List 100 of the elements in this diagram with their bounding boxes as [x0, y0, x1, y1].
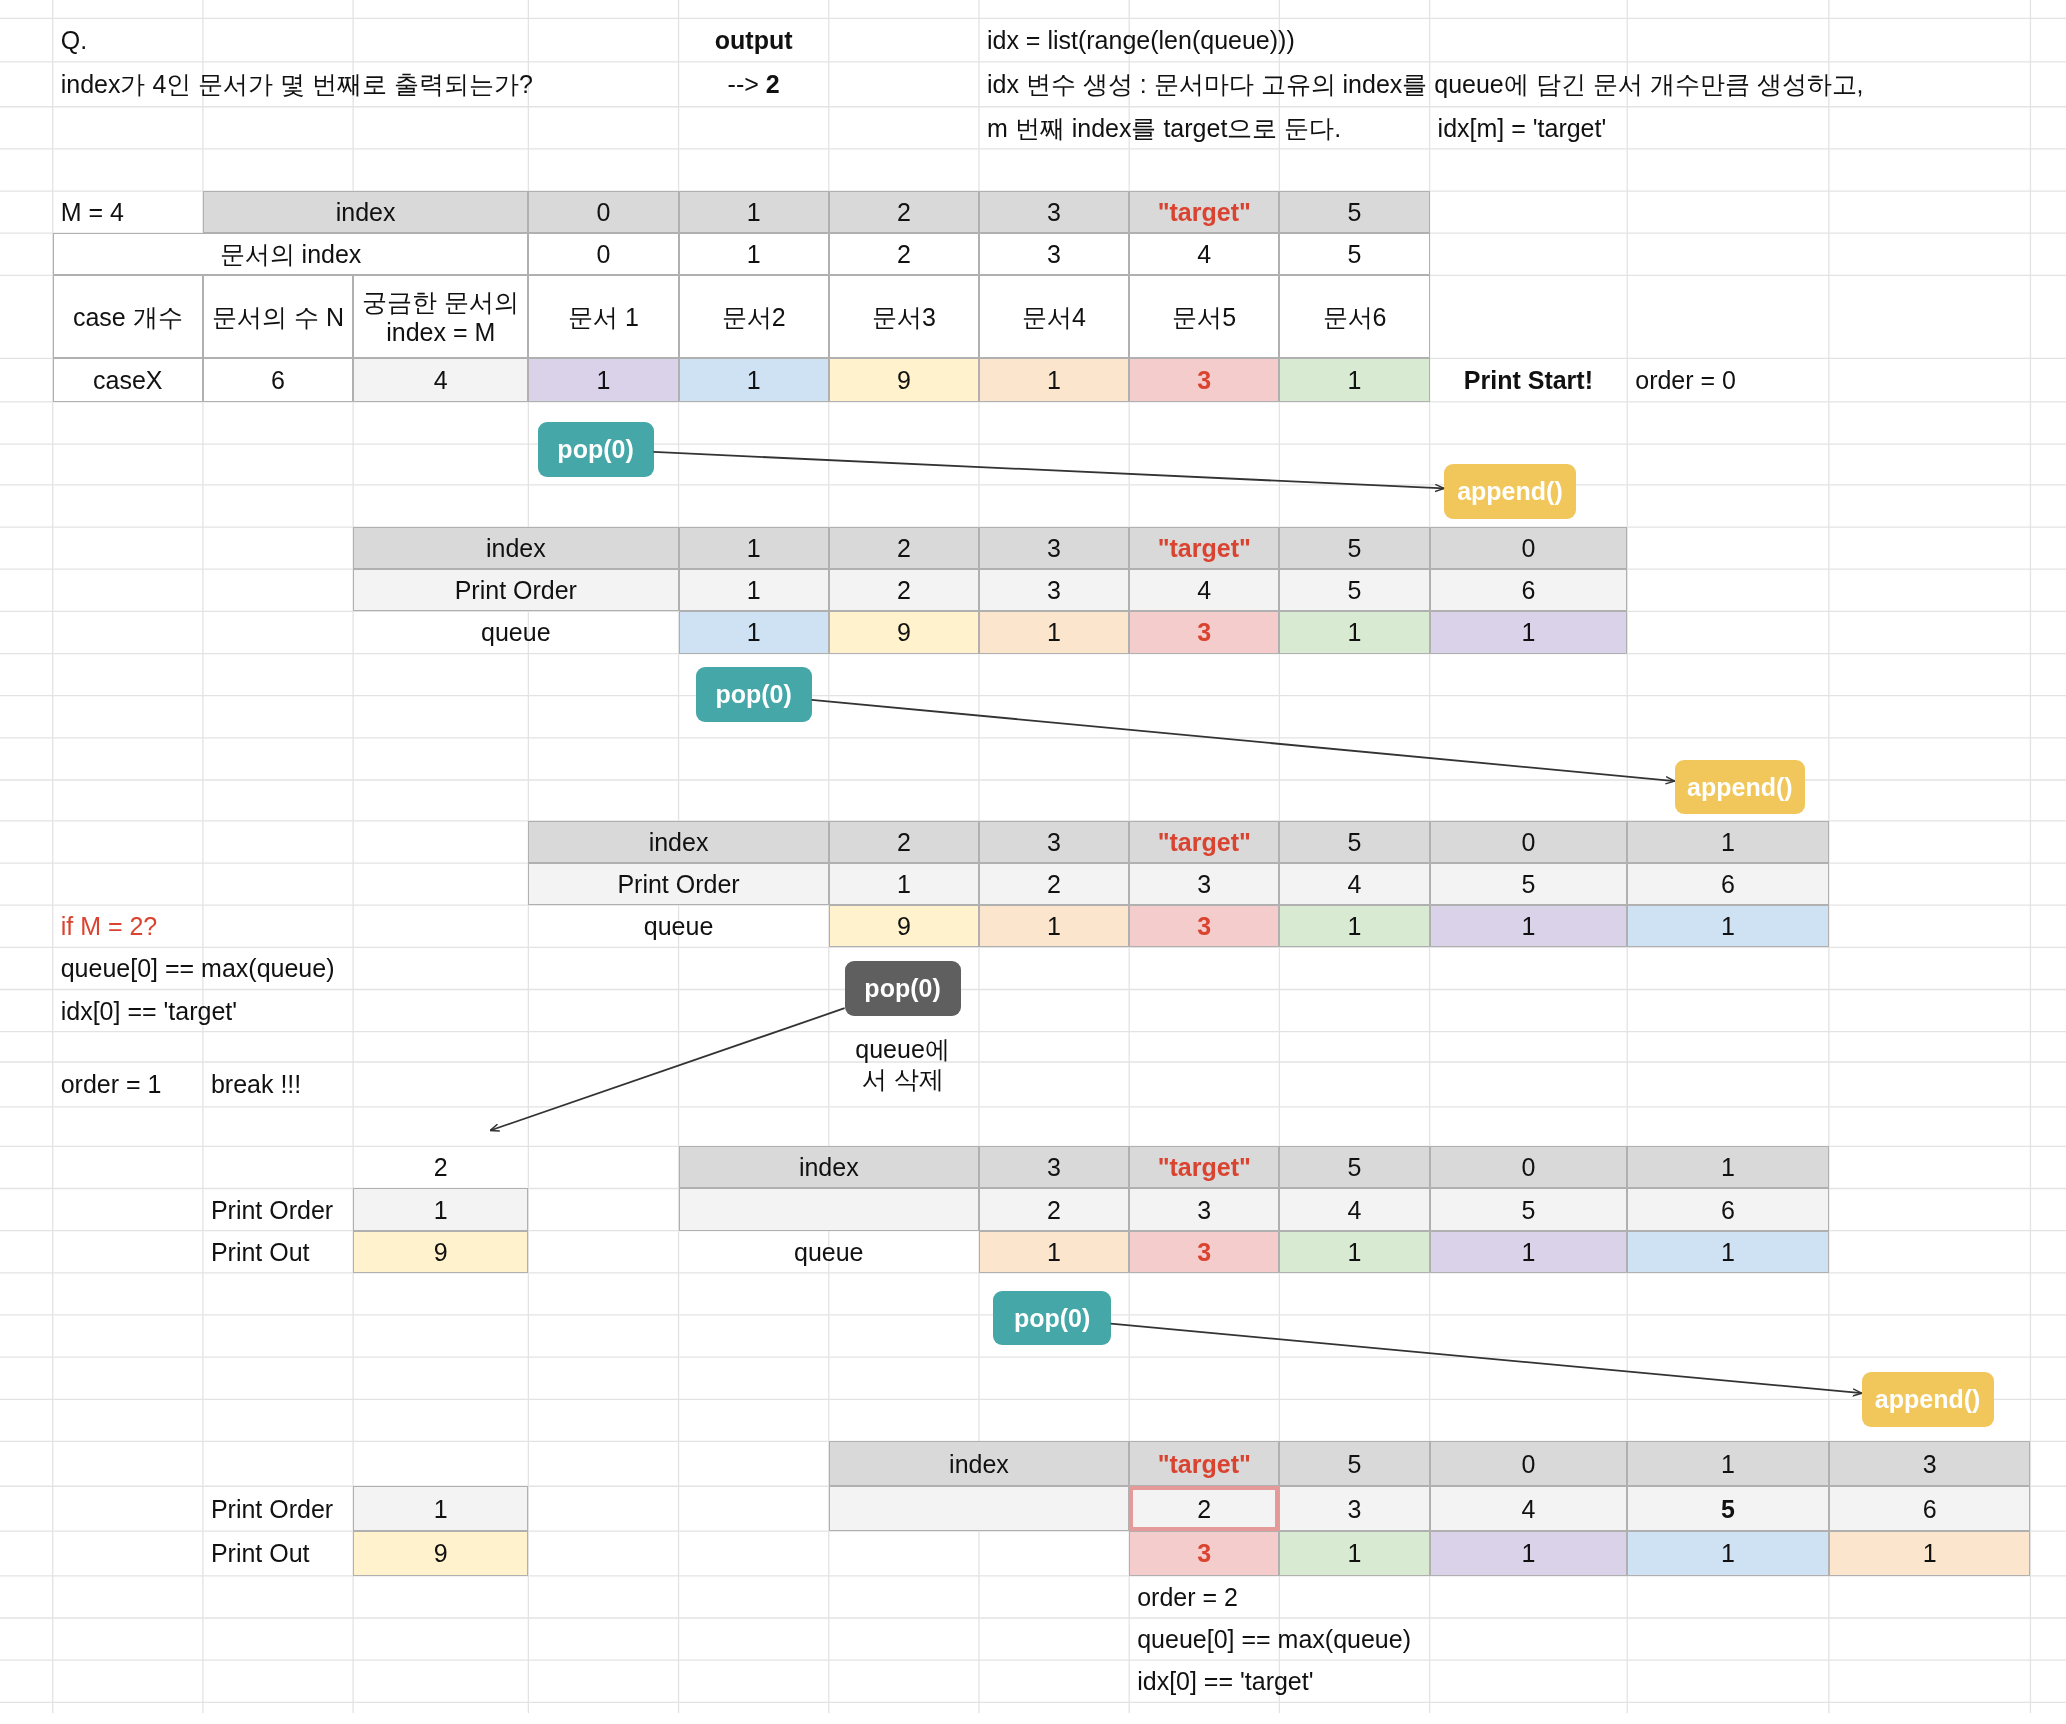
table-cell: 1 [978, 905, 1130, 948]
table-cell: Print Order [353, 569, 679, 612]
table-cell: 3 [1129, 905, 1280, 948]
table-cell: 3 [978, 1146, 1130, 1189]
table-cell: 1 [678, 569, 829, 612]
table-cell: 3 [1129, 1188, 1280, 1231]
question-label: Q. [59, 25, 89, 57]
table-cell: 1 [1279, 905, 1430, 948]
code-text: order = 1 [59, 1069, 163, 1101]
table-cell: 3 [1129, 1230, 1280, 1273]
table-cell: 0 [1429, 820, 1628, 863]
row-header: Print Out [209, 1236, 311, 1268]
table-cell: 4 [1429, 1486, 1628, 1532]
table-cell: 1 [1429, 905, 1628, 948]
table-cell: 6 [1627, 1188, 1829, 1231]
table-cell: 2 [828, 233, 979, 276]
table-cell: 1 [1279, 1230, 1430, 1273]
table-cell: 2 [828, 191, 979, 234]
table-cell: 5 [1279, 527, 1430, 570]
method-badge: pop(0) [695, 666, 812, 723]
arrow [489, 1007, 846, 1132]
table-cell: 4 [1129, 569, 1280, 612]
table-cell: "target" [1129, 820, 1280, 863]
table-cell: 6 [1627, 863, 1829, 906]
question-text: index가 4인 문서가 몇 번째로 출력되는가? [59, 69, 534, 101]
table-cell: 문서 1 [528, 275, 679, 359]
table-cell: 2 [978, 863, 1130, 906]
table-cell: 1 [1828, 1531, 2031, 1576]
note-text: idx 변수 생성 : 문서마다 고유의 index를 queue에 담긴 문서 개수만큼 생성하고, [985, 69, 1865, 101]
table-cell: 문서6 [1279, 275, 1430, 359]
row-header: Print Out [209, 1538, 311, 1570]
method-badge: append() [1861, 1371, 1994, 1427]
table-cell: 0 [528, 233, 679, 276]
table-cell-text: queue [480, 617, 552, 649]
table-cell: 1 [828, 863, 979, 906]
table-cell: 4 [1279, 863, 1430, 906]
table-cell: 5 [1279, 191, 1430, 234]
table-cell: 0 [528, 191, 679, 234]
header-cell: index [202, 191, 529, 234]
table-cell: 궁금한 문서의 index = M [353, 275, 529, 359]
table-cell: 3 [1279, 1486, 1430, 1532]
code-text: order = 2 [1136, 1581, 1239, 1613]
table-cell: "target" [1129, 1441, 1280, 1487]
table-cell: 5 [1279, 1441, 1430, 1487]
code-text: break !!! [209, 1069, 303, 1101]
table-cell: 1 [1429, 1230, 1628, 1273]
table-cell: 2 [828, 527, 979, 570]
table-cell: 문서의 index [52, 233, 529, 276]
table-cell: 5 [1279, 233, 1430, 276]
caption-text: queue에서 삭제 [854, 1034, 951, 1095]
table-cell-text: queue [793, 1236, 865, 1268]
code-text: order = 0 [1634, 365, 1737, 397]
table-cell: 1 [1279, 1531, 1430, 1576]
table-cell: 1 [1627, 1531, 1829, 1576]
table-cell: caseX [52, 358, 203, 402]
table-cell: "target" [1129, 191, 1280, 234]
table-cell: 3 [978, 820, 1130, 863]
table-cell: Print Order [528, 863, 829, 906]
table-cell: 2 [828, 569, 979, 612]
table-cell: 3 [1129, 1531, 1280, 1576]
table-cell: 1 [528, 358, 679, 402]
table-cell: 9 [828, 611, 979, 654]
table-cell: 1 [1279, 358, 1430, 402]
table-cell: 1 [978, 1230, 1130, 1273]
table-cell: 1 [353, 1486, 529, 1532]
table-cell: 1 [1429, 611, 1628, 654]
table-cell: 4 [353, 358, 529, 402]
table-cell: 9 [353, 1230, 529, 1273]
arrow [1109, 1322, 1863, 1397]
table-cell: 2 [978, 1188, 1130, 1231]
header-cell: index [528, 820, 829, 863]
table-cell: 9 [353, 1531, 529, 1576]
row-header: Print Order [209, 1493, 335, 1525]
code-text: idx[0] == 'target' [1136, 1666, 1315, 1698]
header-cell: index [678, 1146, 979, 1189]
table-cell: 1 [1627, 820, 1829, 863]
table-cell: 5 [1279, 569, 1430, 612]
code-text: queue[0] == max(queue) [1136, 1624, 1412, 1656]
table-cell: 3 [1828, 1441, 2031, 1487]
table-cell-text: queue [642, 911, 715, 943]
table-cell: 4 [1279, 1188, 1430, 1231]
table-cell: 0 [1429, 1146, 1628, 1189]
table-cell: 문서5 [1129, 275, 1280, 359]
arrow [652, 451, 1445, 493]
table-cell: 5 [1279, 820, 1430, 863]
table-cell: 3 [978, 191, 1130, 234]
table-cell: 3 [978, 569, 1130, 612]
method-badge: pop(0) [537, 421, 654, 477]
table-cell: 1 [1627, 905, 1829, 948]
table-cell: 3 [1129, 358, 1280, 402]
table-cell: 3 [1129, 863, 1280, 906]
table-cell: 3 [1129, 611, 1280, 654]
output-value: --> 2 [726, 69, 781, 101]
code-text: idx = list(range(len(queue))) [985, 25, 1296, 57]
table-cell: 2 [828, 820, 979, 863]
header-cell: index [828, 1441, 1130, 1487]
output-heading: output [713, 25, 794, 57]
table-cell: 1 [978, 358, 1130, 402]
condition-text: if M = 2? [59, 911, 159, 943]
table-cell: 1 [1627, 1230, 1829, 1273]
